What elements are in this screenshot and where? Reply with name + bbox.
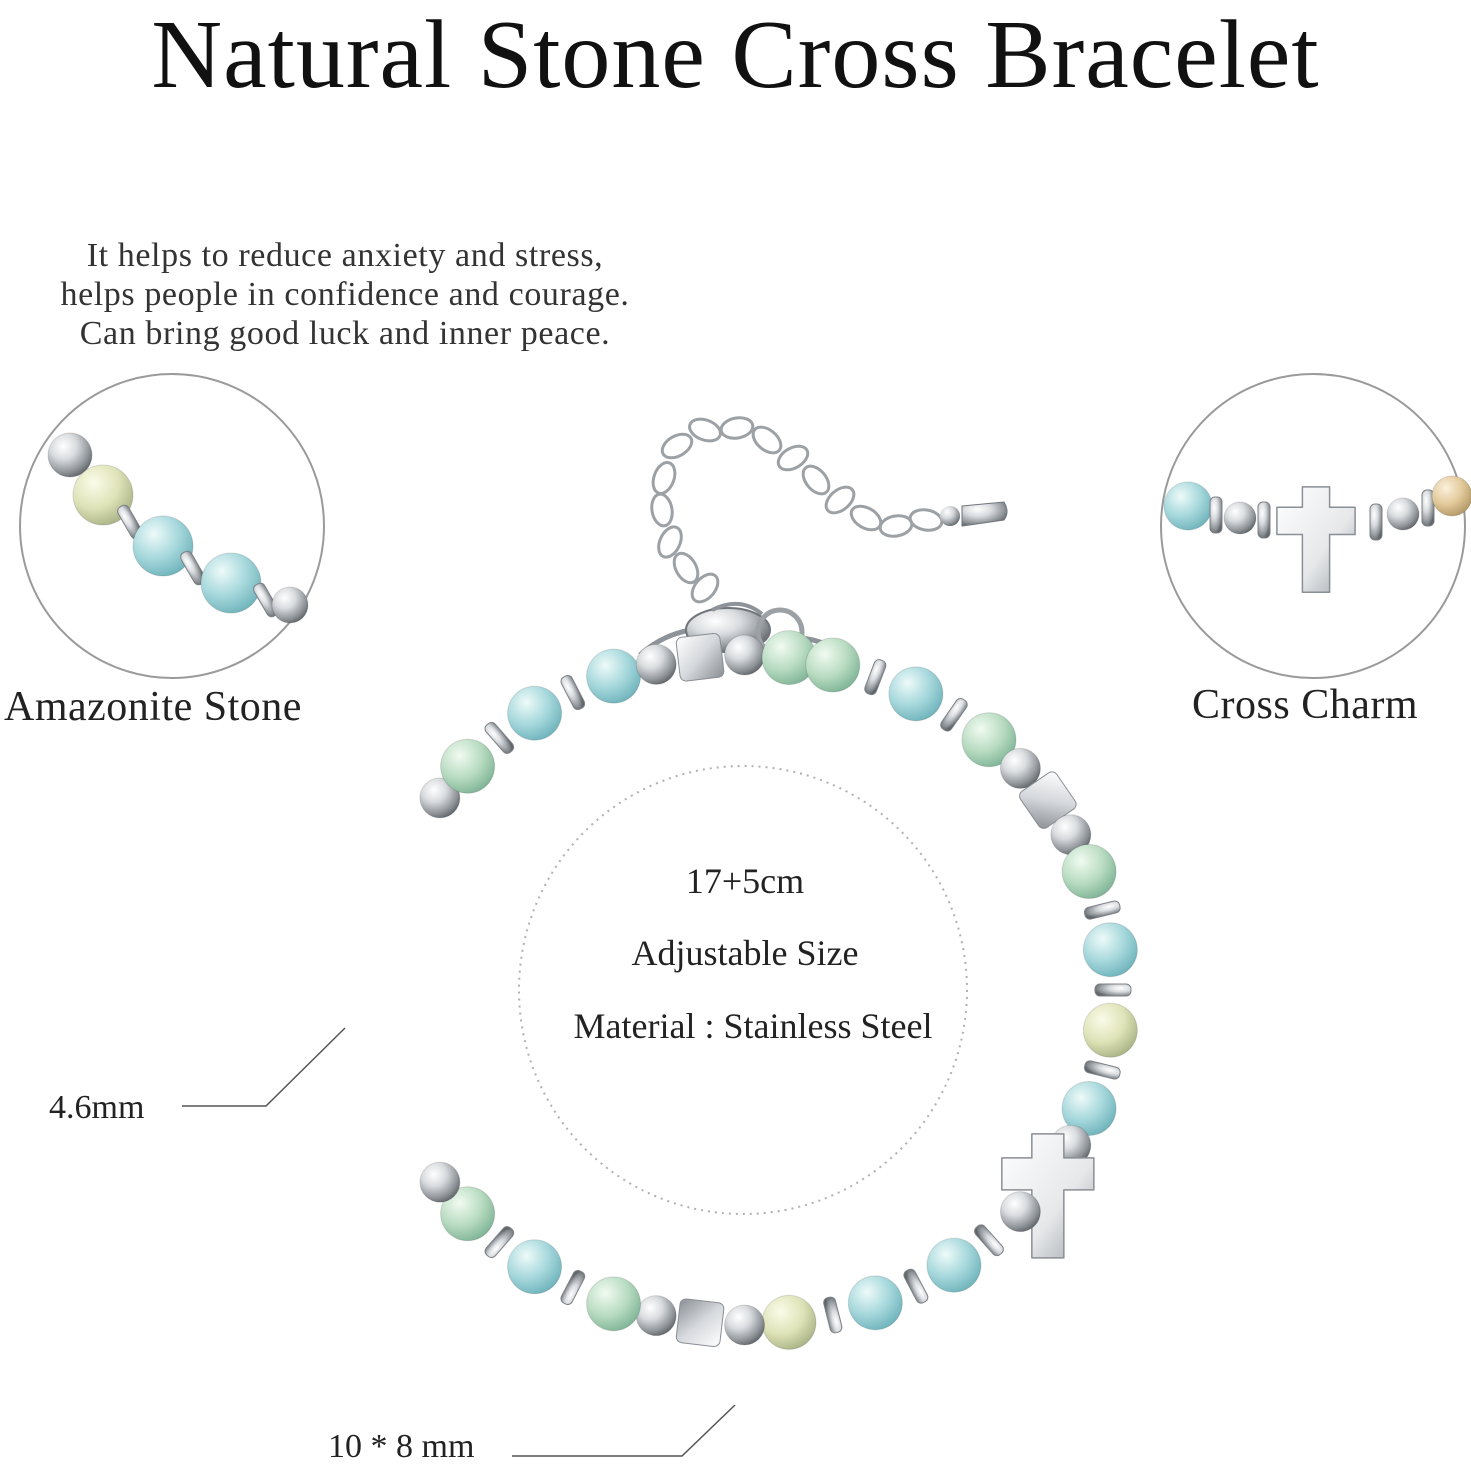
cross-charm xyxy=(1001,1133,1095,1259)
bead xyxy=(724,634,766,676)
chain-end-bead xyxy=(940,506,960,526)
chain-drop-charm xyxy=(961,501,1008,527)
bead xyxy=(1223,501,1257,535)
length-spec: 17+5cm xyxy=(685,861,805,901)
spec-circle xyxy=(518,765,968,1215)
spacer-ring xyxy=(1094,983,1132,997)
bead xyxy=(1082,922,1138,978)
bead xyxy=(1431,475,1471,517)
bead xyxy=(586,648,642,704)
bead xyxy=(1082,1002,1138,1058)
description-line: It helps to reduce anxiety and stress, xyxy=(86,237,604,274)
bead xyxy=(1061,844,1117,900)
bead xyxy=(805,637,861,693)
cube-bead xyxy=(675,1298,725,1347)
cross-charm-label: Cross Charm xyxy=(1192,682,1418,728)
extender-chain xyxy=(650,416,944,604)
bead xyxy=(724,1304,766,1346)
bead xyxy=(132,515,194,577)
spacer-ring xyxy=(1421,489,1435,527)
product-description: It helps to reduce anxiety and stress, h… xyxy=(0,236,690,353)
cross-charm-detail-beads xyxy=(1163,475,1471,594)
bead xyxy=(847,1275,903,1331)
bead xyxy=(47,432,93,478)
bead-size-label: 4.6mm xyxy=(49,1089,145,1126)
bead xyxy=(200,552,262,614)
spacer-ring xyxy=(484,721,515,754)
bead xyxy=(440,1186,496,1242)
bead xyxy=(1061,1080,1117,1136)
spacer-ring xyxy=(560,675,586,711)
spacer-ring xyxy=(1257,501,1271,539)
spacer-ring xyxy=(823,1296,843,1334)
material-spec: Material : Stainless Steel xyxy=(573,1006,933,1046)
adjustable-spec: Adjustable Size xyxy=(631,933,859,973)
spacer-ring xyxy=(253,582,279,618)
bead xyxy=(271,586,309,624)
description-line: helps people in confidence and courage. xyxy=(60,276,630,313)
spacer-ring xyxy=(974,1224,1004,1257)
bead xyxy=(586,1276,642,1332)
bead xyxy=(961,712,1017,768)
bead xyxy=(440,738,496,794)
bead xyxy=(999,747,1041,789)
spacer-ring xyxy=(1083,1060,1121,1080)
description-line: Can bring good luck and inner peace. xyxy=(79,315,611,352)
bead xyxy=(999,1191,1041,1233)
amazonite-detail-beads xyxy=(47,432,309,624)
charm-size-leader xyxy=(512,1404,736,1457)
spacer-ring xyxy=(484,1226,515,1259)
charm-size-label: 10 * 8 mm xyxy=(328,1428,475,1465)
cube-bead xyxy=(675,633,725,682)
spacer-ring xyxy=(1369,503,1383,541)
page-title: Natural Stone Cross Bracelet xyxy=(151,1,1320,109)
spacer-ring xyxy=(940,698,968,732)
bead xyxy=(419,1161,461,1203)
bracelet-beads xyxy=(419,630,1138,1350)
spacer-ring xyxy=(903,1268,929,1304)
bead xyxy=(888,666,944,722)
bead xyxy=(926,1237,982,1293)
spacer-ring xyxy=(1209,496,1223,534)
bead xyxy=(1386,497,1420,531)
cross-charm xyxy=(1276,486,1356,594)
bead xyxy=(635,643,677,685)
amazonite-stone-label: Amazonite Stone xyxy=(4,684,302,730)
bead xyxy=(761,1294,817,1350)
bead xyxy=(1163,481,1213,531)
bead xyxy=(507,685,563,741)
bead xyxy=(419,777,461,819)
bead xyxy=(507,1239,563,1295)
bead-size-leader xyxy=(182,1027,346,1107)
spacer-ring xyxy=(560,1269,586,1305)
bead xyxy=(635,1295,677,1337)
spacer-ring xyxy=(1083,900,1121,920)
spacer-ring xyxy=(864,659,887,696)
